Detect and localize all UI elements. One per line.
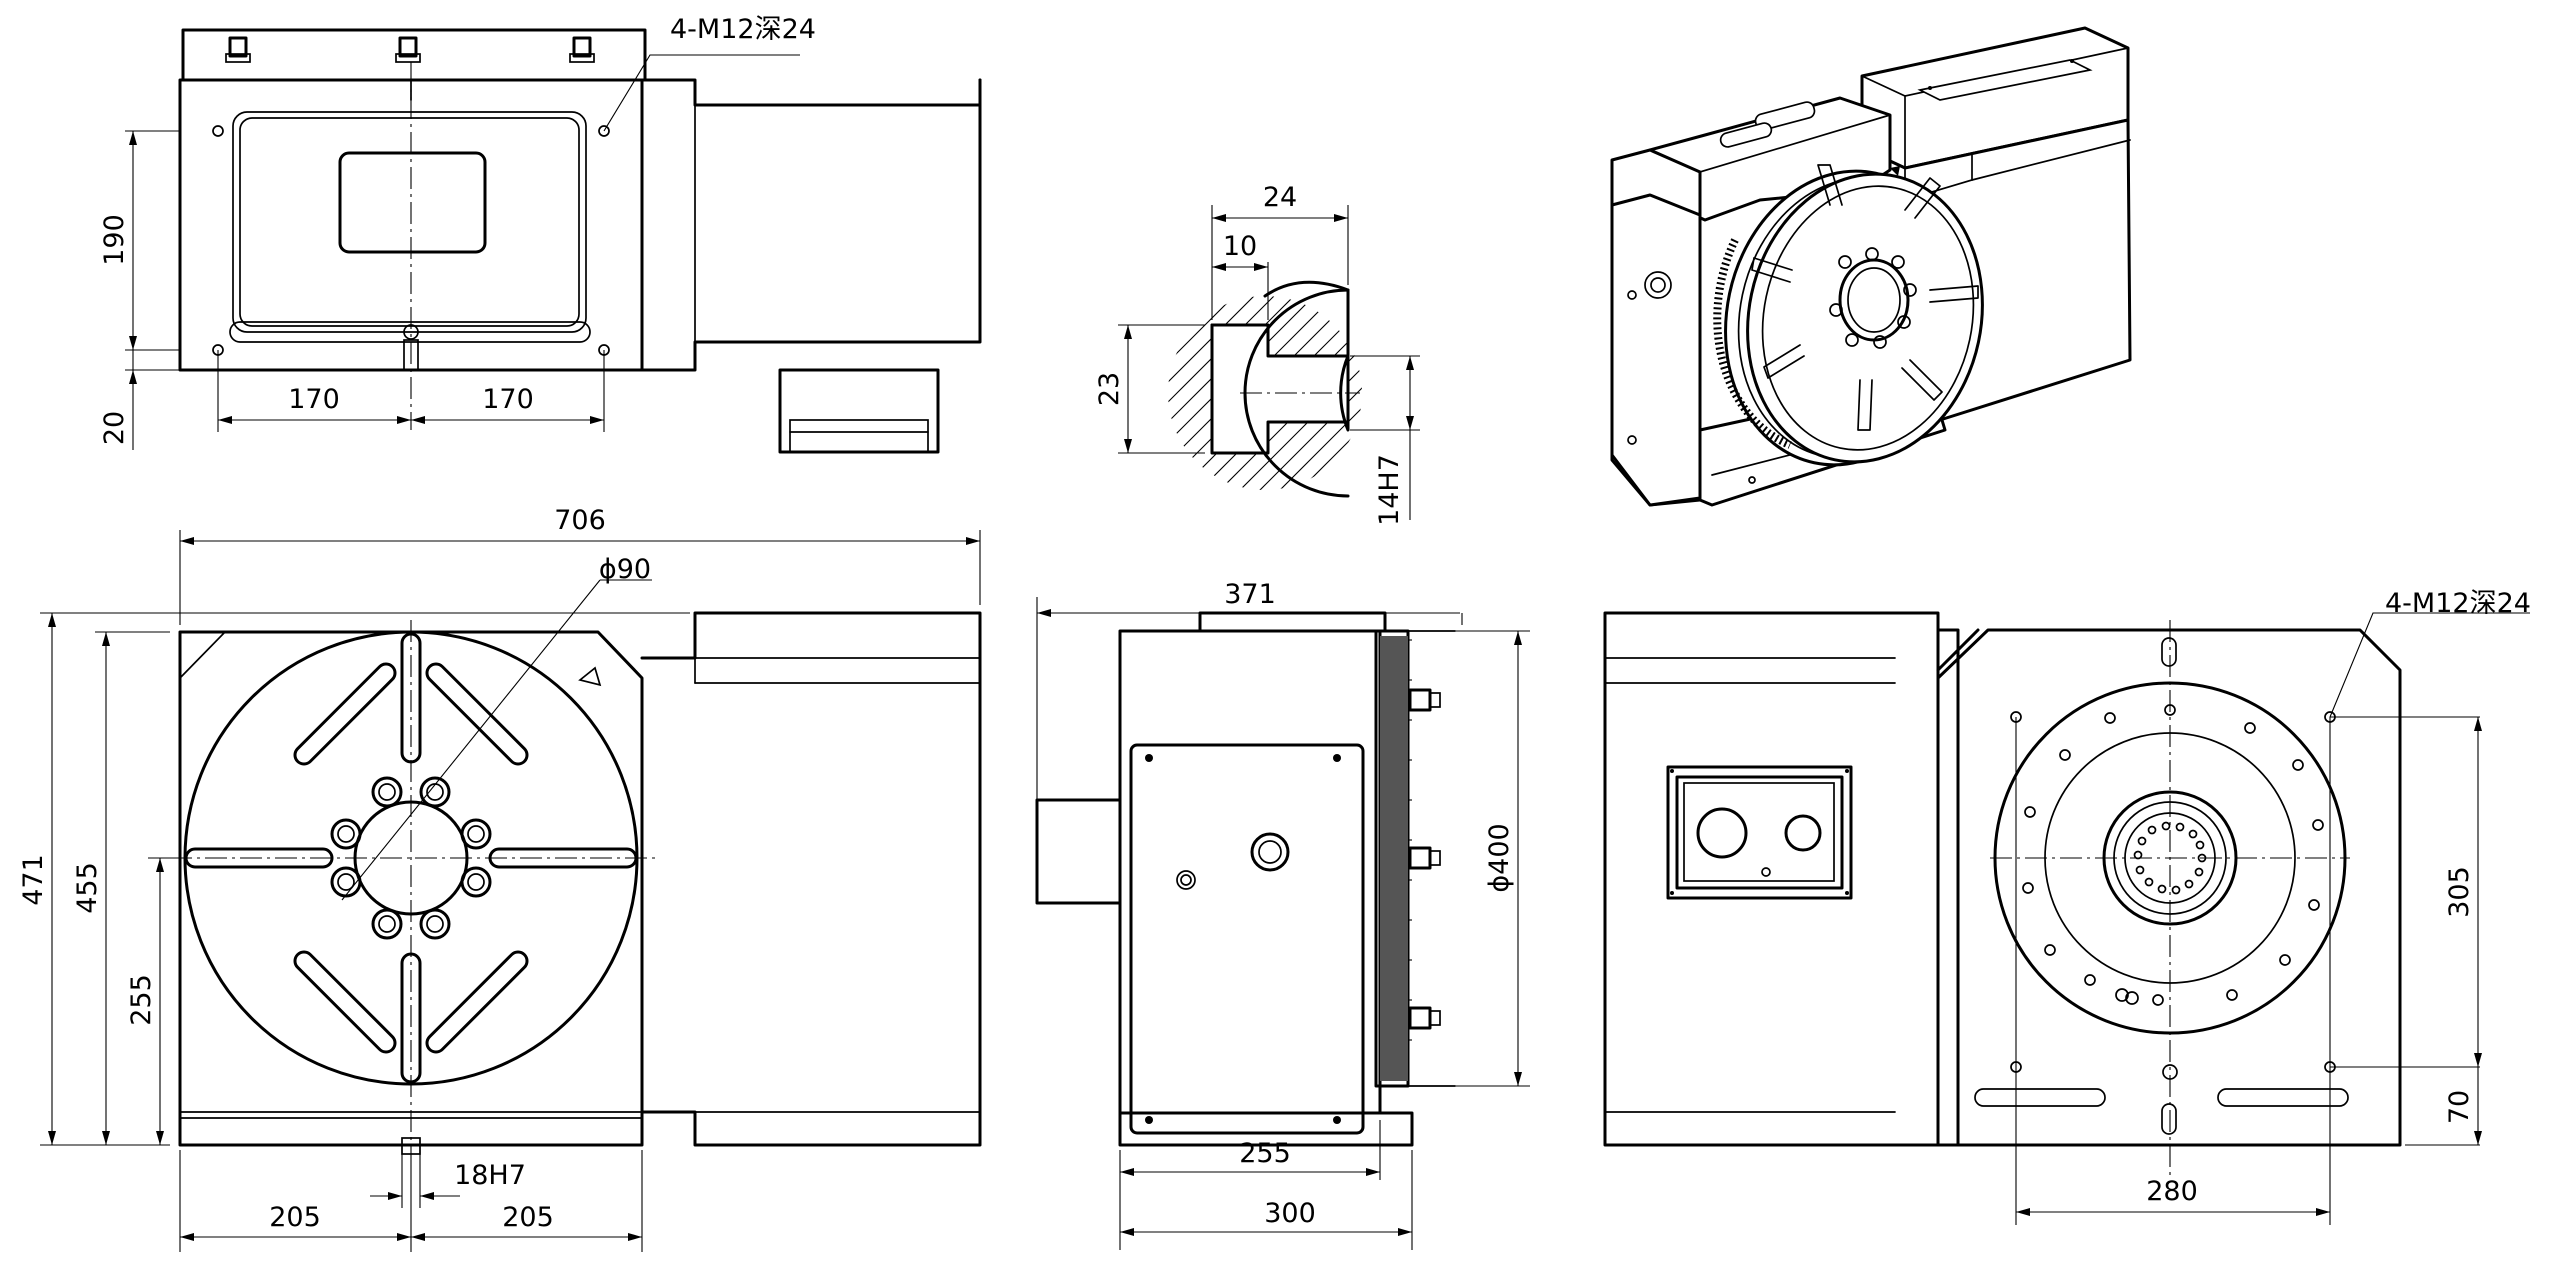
front-keyway-18h7: 18H7 — [454, 1160, 526, 1191]
side-base-300: 300 — [1264, 1198, 1316, 1229]
front-half-right-205: 205 — [502, 1202, 554, 1233]
front-bore-phi90: ϕ90 — [599, 554, 651, 585]
top-width-right-170: 170 — [482, 384, 534, 415]
front-half-left-205: 205 — [269, 1202, 321, 1233]
isometric-view — [1610, 26, 2132, 507]
slot-height-23: 23 — [1094, 372, 1125, 406]
front-view — [170, 611, 982, 1155]
rear-height-70: 70 — [2444, 1090, 2475, 1124]
side-view — [1035, 611, 1456, 1147]
rear-view — [1603, 611, 2402, 1180]
top-height-190: 190 — [99, 214, 130, 266]
front-height-455: 455 — [72, 862, 103, 914]
slot-14h7: 14H7 — [1374, 454, 1405, 526]
side-depth-371: 371 — [1224, 579, 1276, 610]
top-view — [178, 28, 982, 454]
slot-depth-10: 10 — [1223, 231, 1257, 262]
rear-hole-callout: 4-M12深24 — [2385, 588, 2531, 619]
front-height-255: 255 — [126, 974, 157, 1026]
top-width-left-170: 170 — [288, 384, 340, 415]
front-width-706: 706 — [554, 505, 606, 536]
dimension-lines — [40, 54, 2530, 1252]
slot-width-24: 24 — [1263, 182, 1297, 213]
side-diameter-phi400: ϕ400 — [1484, 823, 1515, 892]
rear-height-305: 305 — [2444, 866, 2475, 918]
dimension-arrows — [48, 131, 2482, 1241]
slot-detail-section — [1168, 280, 1362, 498]
dimension-labels: 4-M12深24 190 20 170 170 24 10 23 14H7 70… — [18, 14, 2531, 1233]
front-height-471: 471 — [18, 854, 49, 906]
top-hole-callout: 4-M12深24 — [670, 14, 816, 45]
side-base-255: 255 — [1239, 1138, 1291, 1169]
top-height-20: 20 — [99, 411, 130, 445]
rear-width-280: 280 — [2146, 1176, 2198, 1207]
